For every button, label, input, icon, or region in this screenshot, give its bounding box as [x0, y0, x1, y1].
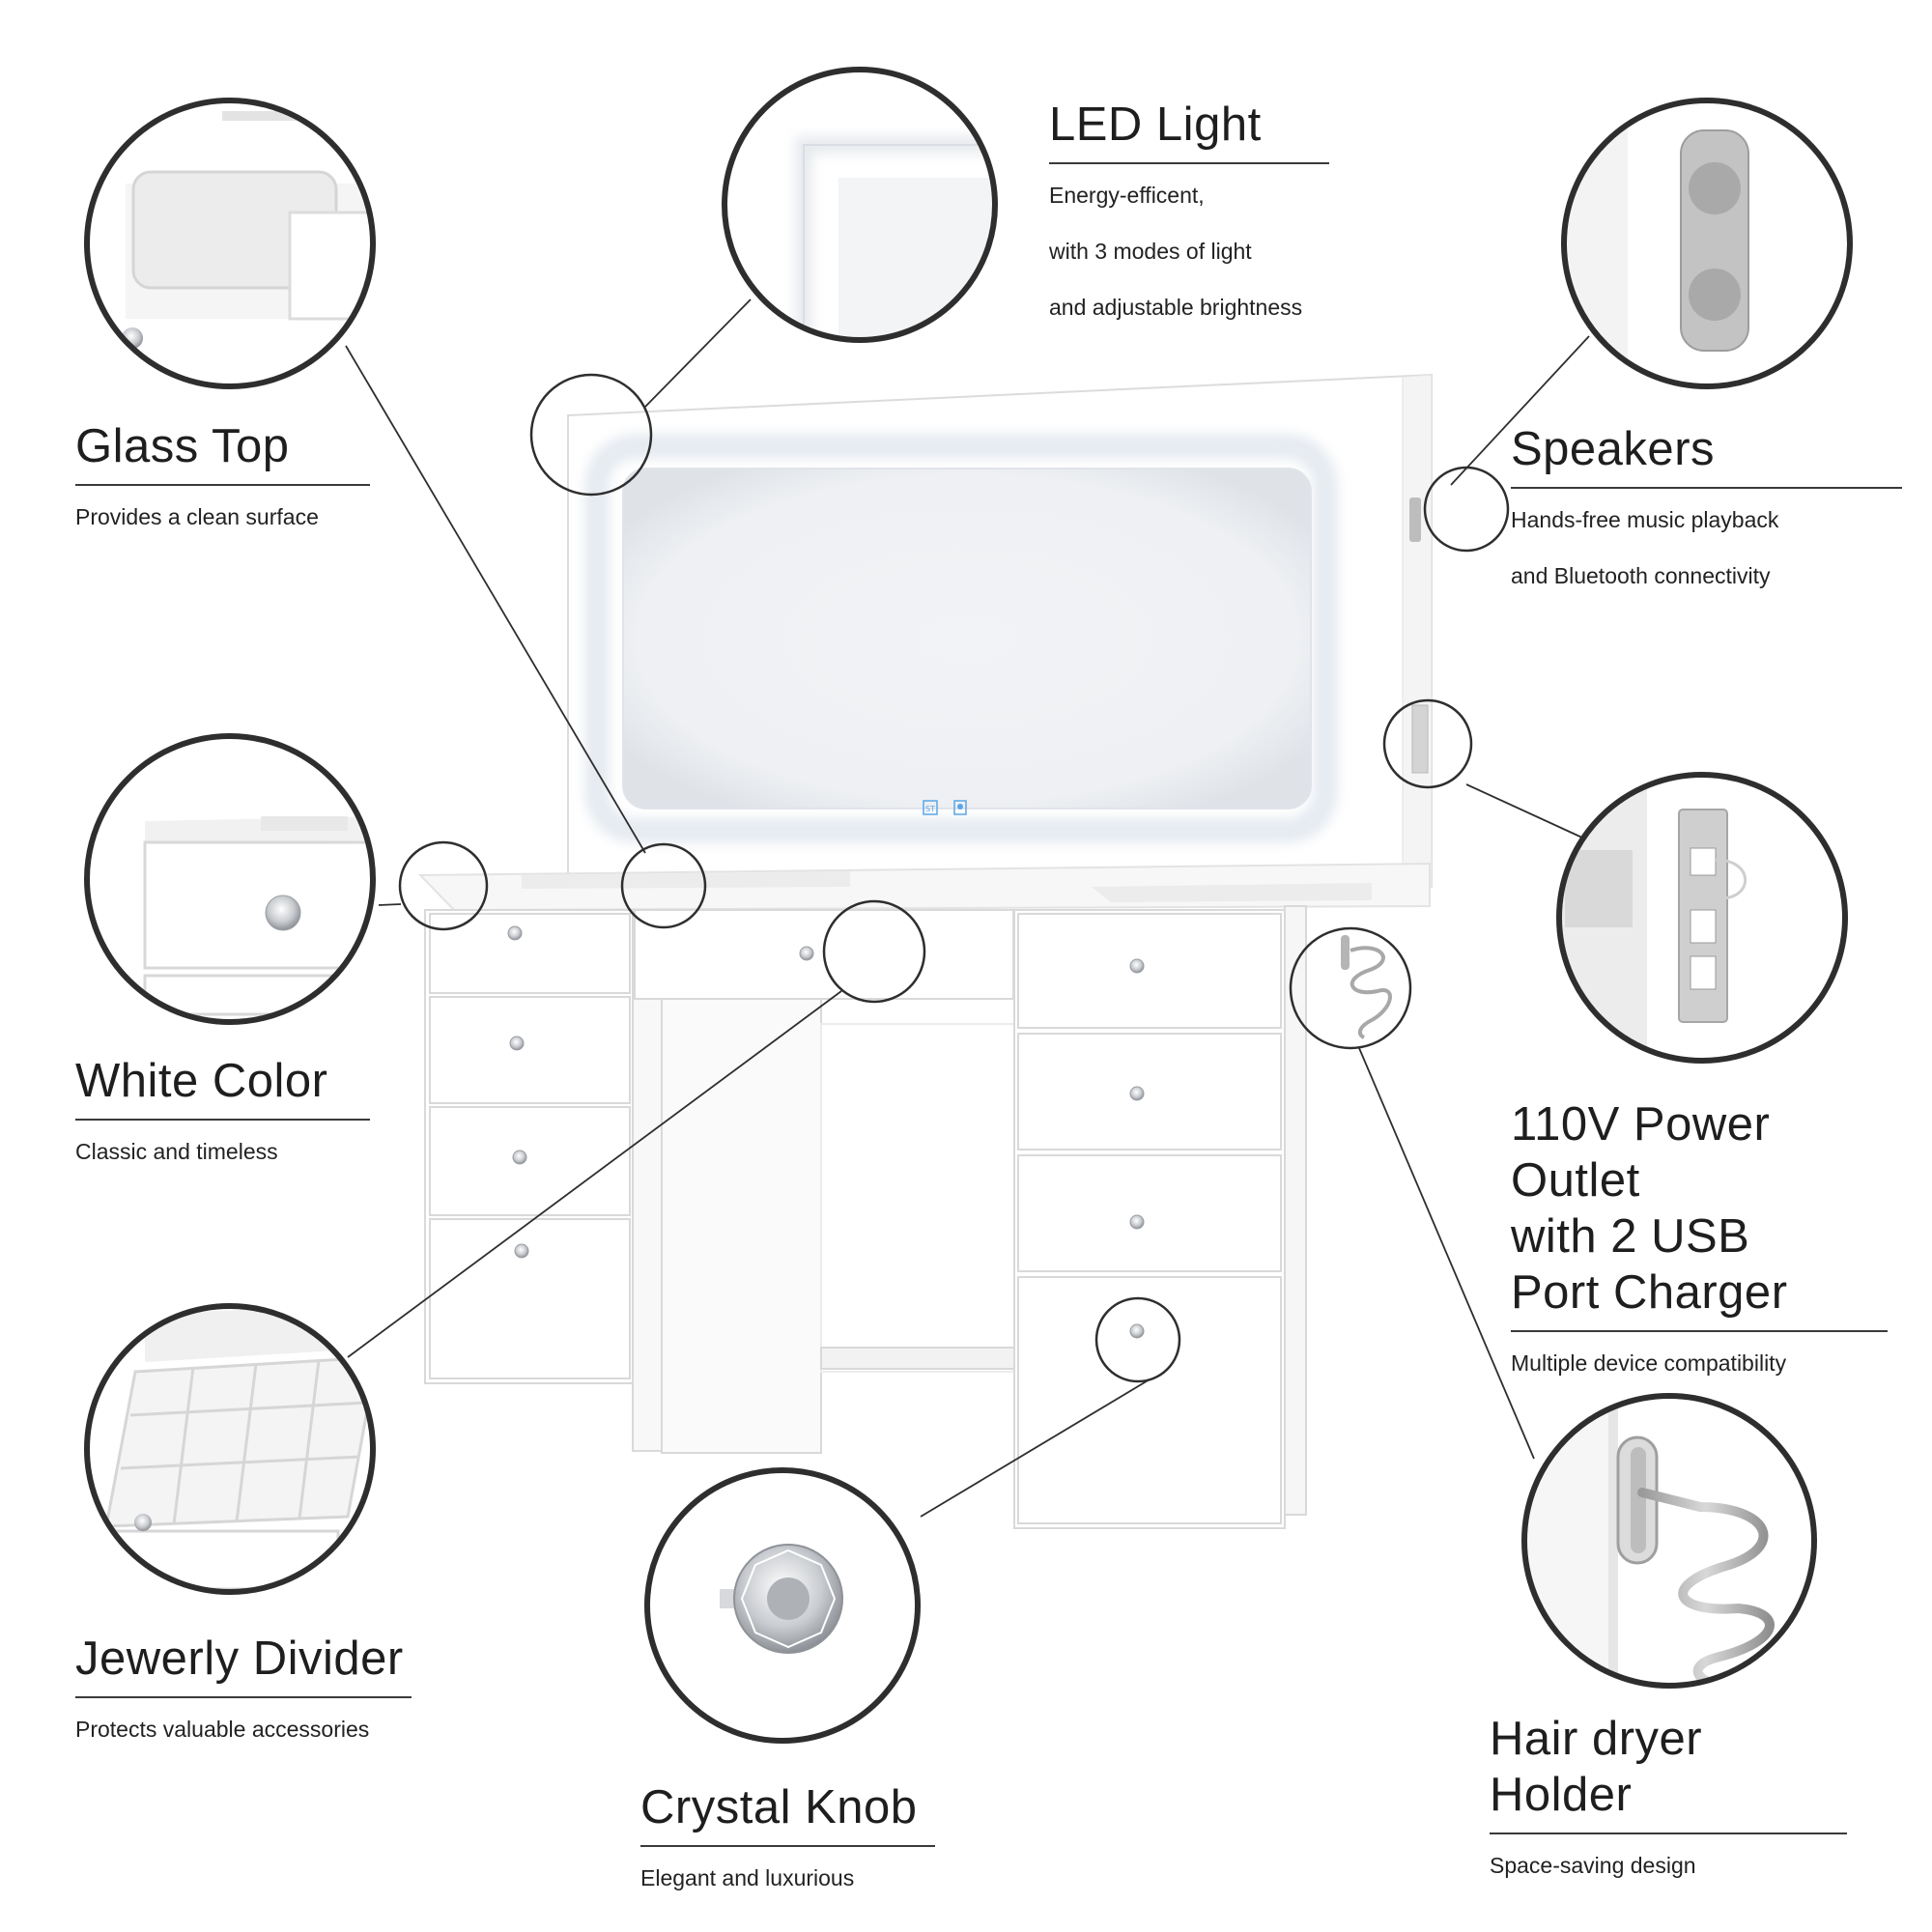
feature-white-color: White Color Classic and timeless	[75, 1053, 370, 1166]
title-underline	[1511, 487, 1902, 489]
title-underline	[640, 1845, 935, 1847]
description-line: with 3 modes of light	[1049, 239, 1252, 264]
desk-top	[417, 862, 1431, 912]
feature-title: Hair dryer Holder	[1490, 1713, 1703, 1821]
white-color-detail	[84, 733, 376, 1025]
description-line: Space-saving design	[1490, 1853, 1696, 1878]
title-underline	[1490, 1833, 1847, 1834]
jewelry-divider-detail	[84, 1303, 376, 1595]
title-underline	[75, 1696, 412, 1698]
description-line: and Bluetooth connectivity	[1511, 563, 1771, 588]
drawer-knobs	[507, 925, 1145, 1339]
feature-hair-dryer-holder: Hair dryer Holder Space-saving design	[1490, 1711, 1847, 1880]
feature-title: Speakers	[1511, 423, 1716, 475]
feature-led-light: LED Light Energy-efficent, with 3 modes …	[1049, 97, 1329, 322]
feature-title: 110V Power Outlet with 2 USB Port Charge…	[1511, 1098, 1788, 1319]
title-underline	[75, 1119, 370, 1121]
feature-description: Classic and timeless	[75, 1138, 370, 1166]
led-light-detail	[722, 67, 998, 343]
feature-description: Space-saving design	[1490, 1852, 1847, 1880]
description-line: and adjustable brightness	[1049, 295, 1303, 320]
description-line: Protects valuable accessories	[75, 1717, 370, 1742]
description-line: Hands-free music playback	[1511, 507, 1779, 532]
power-outlet-detail	[1556, 772, 1848, 1064]
feature-power-outlet: 110V Power Outlet with 2 USB Port Charge…	[1511, 1096, 1888, 1378]
title-underline	[1049, 162, 1329, 164]
description-line: Multiple device compatibility	[1511, 1350, 1787, 1376]
feature-speakers: Speakers Hands-free music playback and B…	[1511, 421, 1902, 590]
feature-title: White Color	[75, 1055, 328, 1107]
side-hair-dryer-holder	[1341, 935, 1392, 1039]
description-line: Elegant and luxurious	[640, 1865, 855, 1890]
vanity-illustration: ST	[417, 373, 1433, 1529]
glass-top-detail	[84, 98, 376, 389]
mirror-touch-icons: ST	[923, 800, 967, 815]
feature-description: Multiple device compatibility	[1511, 1350, 1888, 1378]
title-underline	[1511, 1330, 1888, 1332]
feature-title: LED Light	[1049, 99, 1262, 151]
feature-description: Protects valuable accessories	[75, 1716, 412, 1744]
hair-dryer-holder-detail	[1521, 1393, 1817, 1689]
title-underline	[75, 484, 370, 486]
speakers-detail	[1561, 98, 1853, 389]
center-drawer	[634, 909, 1015, 1454]
feature-title: Jewerly Divider	[75, 1633, 404, 1685]
svg-text:ST: ST	[925, 805, 935, 813]
right-pedestal	[1013, 905, 1307, 1529]
left-pedestal	[424, 909, 663, 1452]
feature-description: Energy-efficent, with 3 modes of light a…	[1049, 182, 1329, 322]
feature-crystal-knob: Crystal Knob Elegant and luxurious	[640, 1779, 935, 1892]
feature-description: Elegant and luxurious	[640, 1864, 935, 1892]
crystal-knob-detail	[644, 1467, 921, 1744]
description-line: Provides a clean surface	[75, 504, 319, 529]
description-line: Energy-efficent,	[1049, 183, 1205, 208]
connector-lines	[345, 298, 1590, 1518]
description-line: Classic and timeless	[75, 1139, 278, 1164]
feature-title: Glass Top	[75, 420, 290, 472]
led-mirror: ST	[567, 373, 1433, 888]
feature-description: Provides a clean surface	[75, 503, 370, 531]
feature-glass-top: Glass Top Provides a clean surface	[75, 418, 370, 531]
feature-description: Hands-free music playback and Bluetooth …	[1511, 506, 1902, 590]
feature-title: Crystal Knob	[640, 1781, 918, 1833]
feature-jewelry-divider: Jewerly Divider Protects valuable access…	[75, 1631, 412, 1744]
